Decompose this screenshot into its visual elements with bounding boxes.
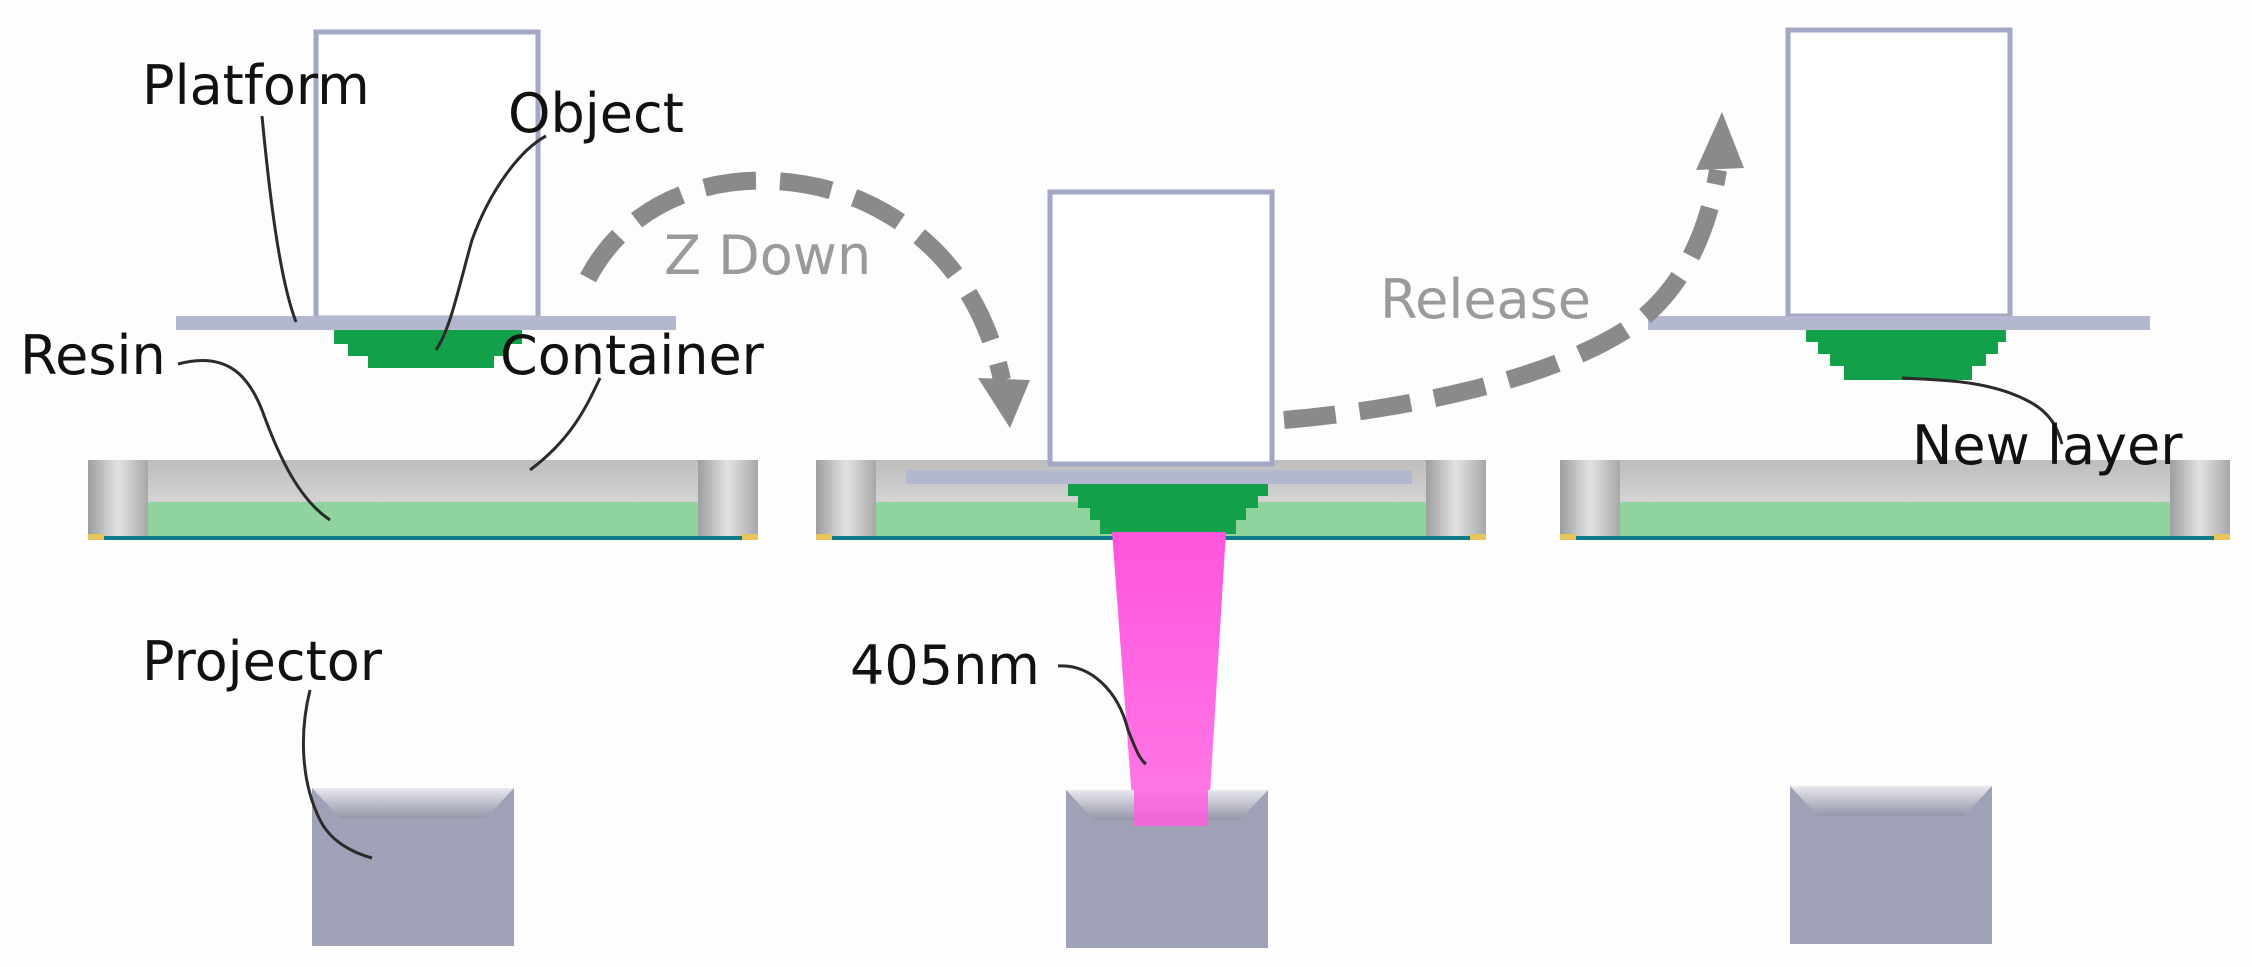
resin-container [88,460,758,540]
z-down-label: Z Down [664,224,871,287]
new-layer-leader [1901,376,2064,445]
object-layers-3 [1806,330,2006,380]
stage-1-initial [88,29,758,946]
object-layers-2 [1068,484,1268,534]
projector-label: Projector [142,630,383,693]
resin-label: Resin [20,324,166,387]
platform-leader [260,115,298,323]
container-label: Container [500,324,765,387]
object-leader [434,134,547,351]
projector-2 [1066,790,1268,948]
wavelength-leader [1057,664,1147,766]
resin-bath [148,502,698,538]
platform-plate [176,316,676,330]
platform-frame [313,29,541,321]
object-label: Object [508,82,684,145]
stage-3-release [1560,27,2230,944]
platform-label: Platform [142,54,370,117]
new-layer-label: New layer [1912,414,2183,477]
projector [312,788,514,946]
release-label: Release [1380,268,1591,331]
z-down-arrow [580,171,1030,428]
platform-plate-3 [1648,316,2150,330]
platform-frame-3 [1785,27,2013,319]
object-layers [334,330,522,368]
stage-2-exposure [816,189,1486,948]
container-leader [529,377,602,472]
resin-leader [177,358,331,522]
uv-light-beam [1112,532,1226,826]
resin-container-3 [1560,460,2230,540]
platform-plate-2 [906,470,1412,484]
wavelength-label: 405nm [850,634,1040,697]
projector-leader [301,689,373,860]
platform-frame-2 [1047,189,1275,467]
projector-3 [1790,786,1992,944]
release-arrow [1283,112,1744,429]
